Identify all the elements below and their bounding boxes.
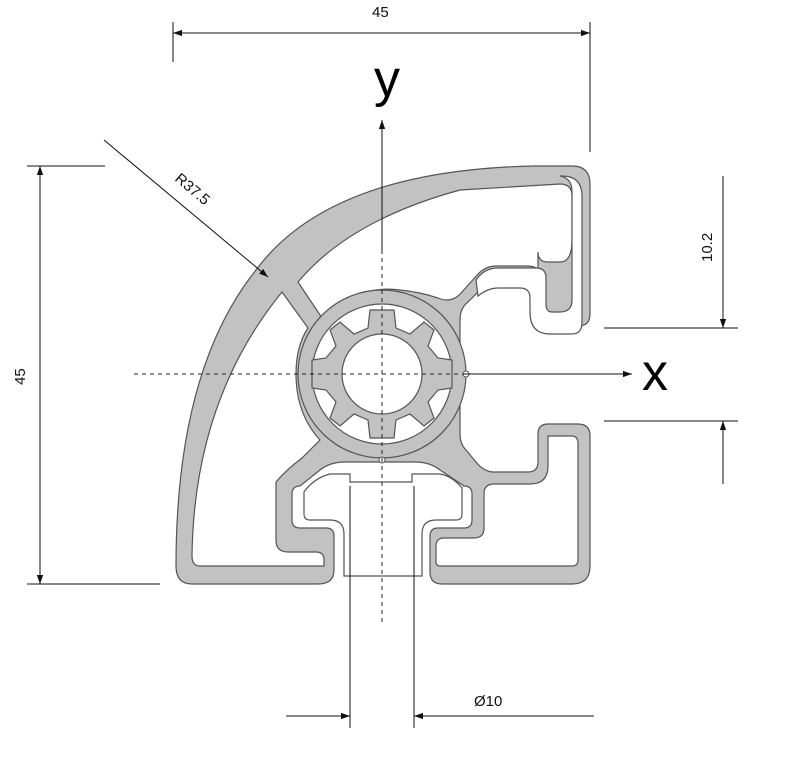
radius-dimension-label: R37.5 <box>171 170 213 209</box>
width-dimension: 45 <box>172 4 591 152</box>
left-arc-chamber <box>191 291 325 567</box>
right-t-slot <box>435 435 579 567</box>
offset-dimension-label: 10.2 <box>699 233 716 262</box>
height-dimension-label: 45 <box>12 368 29 385</box>
offset-dimension: 10.2 <box>604 176 738 484</box>
x-axis-label: x <box>642 344 668 402</box>
bore-dimension-label: Ø10 <box>474 693 502 710</box>
radius-leader-line <box>103 139 269 278</box>
bore-dimension: Ø10 <box>286 486 594 728</box>
y-axis-label: y <box>374 50 400 108</box>
height-dimension: 45 <box>12 165 160 585</box>
radius-dimension: R37.5 <box>103 139 269 278</box>
center-axes: x y <box>134 50 668 626</box>
bottom-t-slot <box>303 473 463 577</box>
width-dimension-label: 45 <box>372 4 389 21</box>
upper-arc-chamber <box>297 183 573 319</box>
upper-t-slot <box>475 175 583 335</box>
aluminium-profile <box>175 165 591 585</box>
